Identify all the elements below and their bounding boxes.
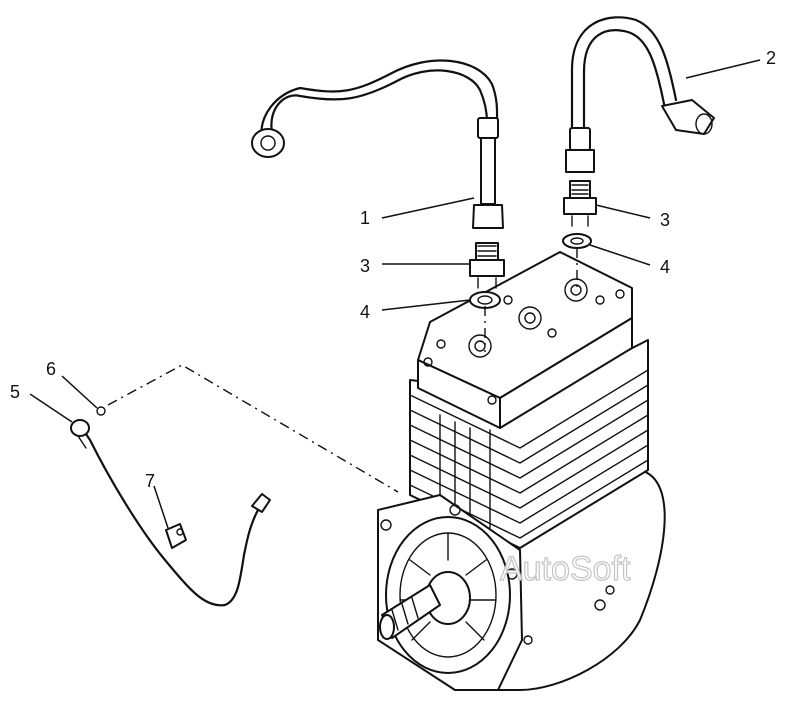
callout-3-left: 3 — [360, 256, 370, 276]
washer-left — [469, 291, 501, 309]
pipe-2 — [565, 16, 715, 173]
drive-shaft — [379, 584, 441, 640]
pipe-1-nut — [472, 204, 504, 229]
mounting-flange — [377, 494, 523, 691]
watermark: AutoSoft — [500, 550, 631, 588]
pipe-2-elbow — [661, 99, 715, 135]
cylinder-head — [417, 251, 633, 429]
callout-3-right: 3 — [660, 210, 670, 230]
banjo-fitting — [70, 419, 90, 437]
callout-4-left: 4 — [360, 302, 370, 322]
callout-4-right: 4 — [660, 257, 670, 277]
callout-1: 1 — [360, 208, 370, 228]
o-ring — [96, 406, 106, 416]
centre-lines — [107, 248, 578, 493]
callout-7: 7 — [145, 471, 155, 491]
pipe-1 — [251, 59, 504, 229]
compressor-body — [377, 251, 666, 691]
washer-right — [562, 233, 592, 249]
callout-labels: 1 2 3 4 3 4 5 6 7 — [10, 48, 776, 491]
pipe-1-end-nut — [251, 128, 285, 158]
callout-2: 2 — [766, 48, 776, 68]
callout-6: 6 — [46, 359, 56, 379]
pipe-clip — [165, 523, 187, 549]
callout-5: 5 — [10, 382, 20, 402]
fitting-left — [469, 242, 505, 289]
pipe-2-nut — [565, 149, 595, 173]
leader-lines — [29, 59, 761, 529]
fitting-right — [563, 180, 597, 227]
small-pipe — [70, 406, 271, 607]
